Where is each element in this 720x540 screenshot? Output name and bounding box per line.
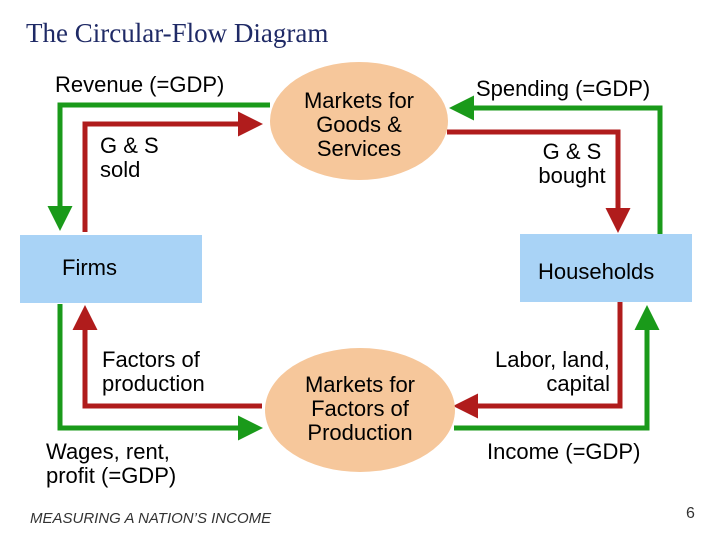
- wages-flow-arrow: [57, 304, 263, 441]
- revenue-label: Revenue (=GDP): [55, 72, 225, 97]
- page-number: 6: [686, 505, 695, 522]
- labor-land-capital-label: Labor, land, capital: [495, 347, 610, 397]
- gs-bought-flow-arrow: [447, 129, 631, 233]
- factors-flow-arrow: [72, 305, 262, 409]
- spending-label: Spending (=GDP): [476, 76, 651, 101]
- goods-market-label: Markets for Goods & Services: [303, 88, 415, 162]
- firms-label: Firms: [62, 255, 117, 280]
- revenue-flow-arrow: [47, 102, 270, 231]
- households-label: Households: [538, 259, 655, 284]
- footer-text: MEASURING A NATION’S INCOME: [30, 510, 272, 527]
- spending-flow-arrow: [449, 95, 663, 234]
- income-flow-arrow: [454, 305, 660, 431]
- firms-box: [20, 235, 202, 303]
- gs-sold-label: G & S sold: [100, 133, 159, 183]
- factor-market-oval: [265, 348, 455, 472]
- labor-flow-arrow: [453, 302, 623, 419]
- factors-of-production-label: Factors of production: [102, 347, 205, 397]
- gs-sold-flow-arrow: [82, 111, 263, 232]
- gs-bought-label: G & S bought: [538, 139, 606, 189]
- goods-market-oval: [270, 62, 448, 180]
- households-box: [520, 234, 692, 302]
- factor-market-label: Markets for Factors of Production: [304, 372, 416, 446]
- page-title: The Circular-Flow Diagram: [26, 18, 329, 48]
- wages-label: Wages, rent, profit (=GDP): [46, 439, 177, 489]
- income-label: Income (=GDP): [487, 439, 641, 464]
